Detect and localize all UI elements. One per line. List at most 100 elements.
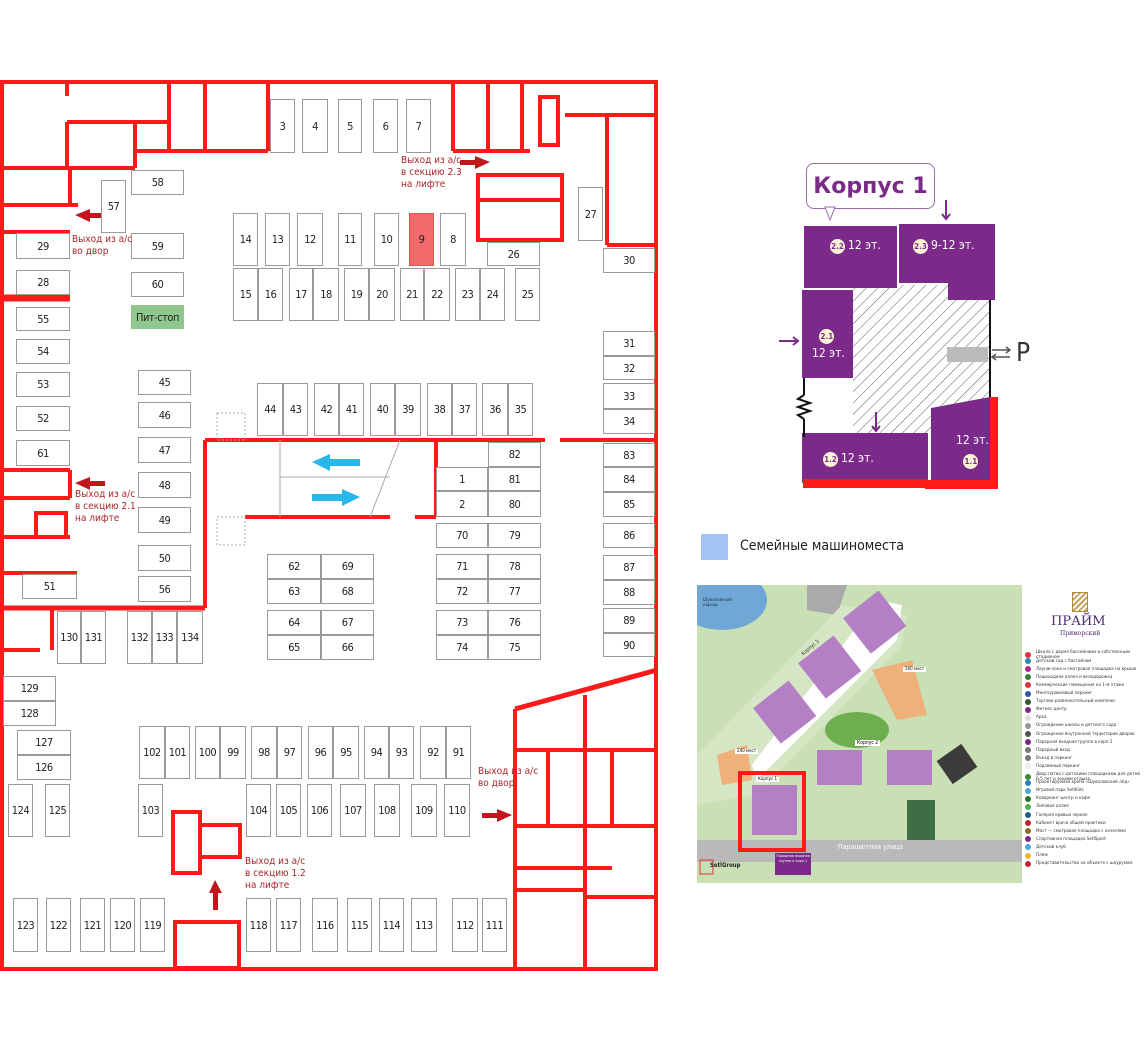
parking-spot-90[interactable]: 90 [603,633,655,657]
parking-spot-80[interactable]: 80 [488,491,541,517]
parking-spot-32[interactable]: 32 [603,356,655,380]
parking-spot-109[interactable]: 109 [411,784,437,837]
parking-spot-34[interactable]: 34 [603,409,655,434]
parking-spot-101[interactable]: 101 [165,726,190,779]
parking-spot-124[interactable]: 124 [8,784,33,837]
parking-spot-112[interactable]: 112 [452,898,478,952]
parking-spot-81[interactable]: 81 [488,467,541,491]
parking-spot-65[interactable]: 65 [267,635,321,660]
parking-spot-37[interactable]: 37 [452,383,477,436]
parking-spot-119[interactable]: 119 [140,898,165,952]
parking-spot-103[interactable]: 103 [138,784,163,837]
parking-spot-116[interactable]: 116 [312,898,338,952]
parking-spot-39[interactable]: 39 [395,383,421,436]
parking-spot-2[interactable]: 2 [436,491,488,517]
parking-spot-59[interactable]: 59 [131,233,184,259]
parking-spot-43[interactable]: 43 [283,383,308,436]
parking-spot-69[interactable]: 69 [321,554,374,579]
parking-spot-118[interactable]: 118 [246,898,271,952]
parking-spot-92[interactable]: 92 [420,726,446,779]
parking-spot-62[interactable]: 62 [267,554,321,579]
parking-spot-40[interactable]: 40 [370,383,395,436]
parking-spot-11[interactable]: 11 [338,213,362,266]
parking-spot-111[interactable]: 111 [482,898,507,952]
parking-spot-57[interactable]: 57 [101,180,126,233]
parking-spot-22[interactable]: 22 [424,268,450,321]
parking-spot-93[interactable]: 93 [389,726,414,779]
parking-spot-49[interactable]: 49 [138,507,191,533]
parking-spot-87[interactable]: 87 [603,555,655,580]
parking-spot-45[interactable]: 45 [138,370,191,395]
parking-spot-21[interactable]: 21 [400,268,424,321]
parking-spot-106[interactable]: 106 [307,784,332,837]
parking-spot-9[interactable]: 9 [409,213,434,266]
parking-spot-53[interactable]: 53 [16,372,70,397]
parking-spot-129[interactable]: 129 [3,676,56,701]
parking-spot-123[interactable]: 123 [13,898,38,952]
parking-spot-74[interactable]: 74 [436,635,488,660]
parking-spot-5[interactable]: 5 [338,99,362,153]
parking-spot-113[interactable]: 113 [411,898,437,952]
parking-spot-25[interactable]: 25 [515,268,540,321]
parking-spot-8[interactable]: 8 [440,213,466,266]
parking-spot-23[interactable]: 23 [455,268,480,321]
parking-spot-38[interactable]: 38 [427,383,452,436]
parking-spot-18[interactable]: 18 [313,268,339,321]
parking-spot-46[interactable]: 46 [138,402,191,428]
parking-spot-82[interactable]: 82 [488,442,541,467]
parking-spot-126[interactable]: 126 [17,755,71,780]
parking-spot-94[interactable]: 94 [364,726,389,779]
parking-spot-108[interactable]: 108 [374,784,400,837]
parking-spot-121[interactable]: 121 [80,898,105,952]
parking-spot-114[interactable]: 114 [379,898,404,952]
parking-spot-71[interactable]: 71 [436,554,488,579]
parking-spot-60[interactable]: 60 [131,272,184,297]
parking-spot-131[interactable]: 131 [81,611,106,664]
parking-spot-133[interactable]: 133 [152,611,177,664]
parking-spot-88[interactable]: 88 [603,580,655,605]
parking-spot-76[interactable]: 76 [488,610,541,635]
parking-spot-105[interactable]: 105 [276,784,301,837]
parking-spot-30[interactable]: 30 [603,248,655,273]
parking-spot-52[interactable]: 52 [16,406,70,431]
parking-spot-14[interactable]: 14 [233,213,258,266]
parking-spot-91[interactable]: 91 [446,726,471,779]
parking-spot-66[interactable]: 66 [321,635,374,660]
parking-spot-132[interactable]: 132 [127,611,152,664]
parking-spot-85[interactable]: 85 [603,492,655,517]
parking-spot-100[interactable]: 100 [195,726,220,779]
parking-spot-31[interactable]: 31 [603,331,655,356]
parking-spot-97[interactable]: 97 [277,726,302,779]
parking-spot-27[interactable]: 27 [578,187,603,241]
parking-spot-58[interactable]: 58 [131,170,184,195]
parking-spot-44[interactable]: 44 [257,383,283,436]
parking-spot-4[interactable]: 4 [302,99,328,153]
parking-spot-41[interactable]: 41 [339,383,364,436]
parking-spot-61[interactable]: 61 [16,440,70,466]
parking-spot-134[interactable]: 134 [177,611,203,664]
parking-spot-20[interactable]: 20 [369,268,395,321]
parking-spot-12[interactable]: 12 [297,213,323,266]
parking-spot-26[interactable]: 26 [487,242,540,266]
parking-spot-68[interactable]: 68 [321,579,374,604]
parking-spot-67[interactable]: 67 [321,610,374,635]
parking-spot-47[interactable]: 47 [138,437,191,463]
parking-spot-73[interactable]: 73 [436,610,488,635]
parking-spot-128[interactable]: 128 [3,701,56,726]
parking-spot-77[interactable]: 77 [488,579,541,604]
parking-spot-7[interactable]: 7 [406,99,431,153]
parking-spot-104[interactable]: 104 [246,784,271,837]
parking-spot-3[interactable]: 3 [270,99,295,153]
parking-spot-13[interactable]: 13 [265,213,290,266]
parking-spot-110[interactable]: 110 [444,784,470,837]
parking-spot-89[interactable]: 89 [603,608,655,633]
parking-spot-122[interactable]: 122 [46,898,71,952]
parking-spot-48[interactable]: 48 [138,472,191,498]
parking-spot-29[interactable]: 29 [16,233,70,259]
pit-stop-spot[interactable]: Пит-стоп [131,305,184,329]
parking-spot-33[interactable]: 33 [603,383,655,409]
parking-spot-19[interactable]: 19 [344,268,369,321]
parking-spot-125[interactable]: 125 [45,784,70,837]
parking-spot-64[interactable]: 64 [267,610,321,635]
parking-spot-107[interactable]: 107 [340,784,366,837]
